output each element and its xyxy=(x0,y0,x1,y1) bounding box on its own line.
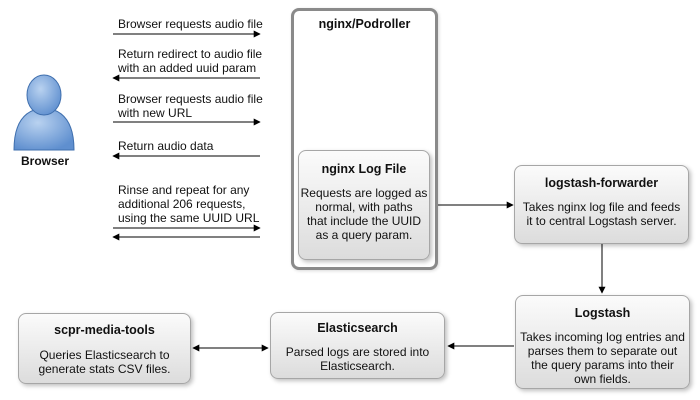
nginx-log-file-box: nginx Log File Requests are logged as no… xyxy=(298,150,430,260)
browser-person-icon xyxy=(13,74,75,151)
logstash-forwarder-title: logstash-forwarder xyxy=(544,176,659,190)
server-title: nginx/Podroller xyxy=(318,17,411,31)
msg-request-new-url: Browser requests audio file with new URL xyxy=(118,92,263,120)
msg-return-redirect: Return redirect to audio file with an ad… xyxy=(118,47,263,75)
msg-rinse-repeat: Rinse and repeat for any additional 206 … xyxy=(118,183,260,225)
logstash-forwarder-description: Takes nginx log file and feeds it to cen… xyxy=(522,200,681,228)
msg-return-audio: Return audio data xyxy=(118,139,214,153)
elasticsearch-title: Elasticsearch xyxy=(317,321,398,335)
scpr-media-tools-description: Queries Elasticsearch to generate stats … xyxy=(38,348,171,376)
logstash-description: Takes incoming log entries and parses th… xyxy=(520,330,685,386)
scpr-media-tools-title: scpr-media-tools xyxy=(54,323,155,337)
msg-request-audio: Browser requests audio file xyxy=(118,17,263,31)
nginx-log-file-description: Requests are logged as normal, with path… xyxy=(300,186,428,242)
scpr-media-tools-box: scpr-media-tools Queries Elasticsearch t… xyxy=(18,313,191,384)
logstash-box: Logstash Takes incoming log entries and … xyxy=(515,295,690,389)
logstash-forwarder-box: logstash-forwarder Takes nginx log file … xyxy=(514,165,689,244)
elasticsearch-box: Elasticsearch Parsed logs are stored int… xyxy=(270,312,445,379)
logstash-title: Logstash xyxy=(574,306,631,320)
elasticsearch-description: Parsed logs are stored into Elasticsearc… xyxy=(285,345,430,373)
nginx-log-file-title: nginx Log File xyxy=(321,162,407,176)
browser-label: Browser xyxy=(20,154,70,168)
